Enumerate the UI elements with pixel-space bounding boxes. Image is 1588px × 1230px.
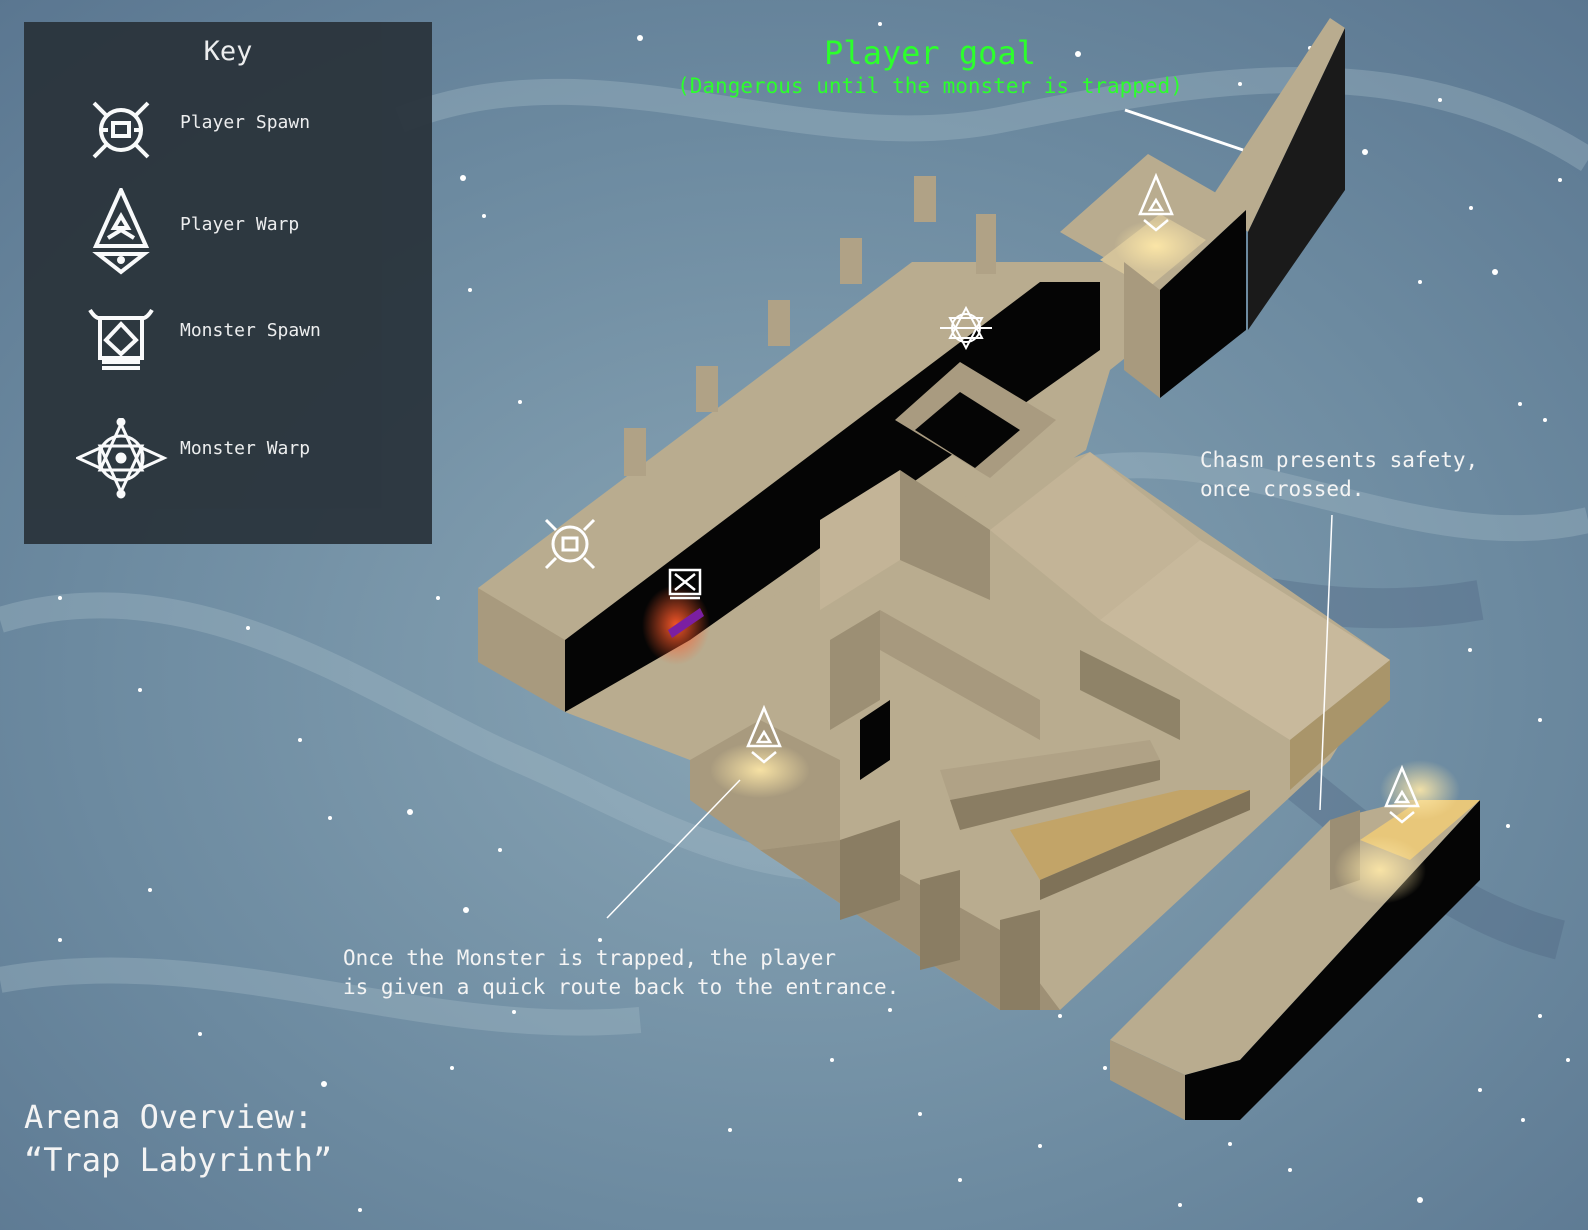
nebula-swirls [0,67,1588,1036]
key-title: Key [203,36,253,67]
map-player-warp-icon-chasm [1384,764,1420,824]
key-item-player-spawn: Player Spawn [24,98,432,188]
chasm-note-line1: Chasm presents safety, [1200,448,1479,472]
goal-title: Player goal [824,34,1036,72]
goal-staircase [1210,18,1345,330]
goal-subtitle: (Dangerous until the monster is trapped) [677,74,1183,98]
key-label-player-spawn: Player Spawn [180,112,311,133]
map-player-warp-icon-labyrinth [746,704,782,764]
map-monster-warp-icon [940,305,992,351]
goal-tower [1060,154,1246,398]
chasm-pointer-line [1319,514,1333,811]
key-label-player-warp: Player Warp [180,214,300,235]
arena-title-line2: “Trap Labyrinth” [24,1141,333,1179]
trap-note-line1: Once the Monster is trapped, the player [343,946,837,970]
player-warp-icon [92,188,150,275]
snow-particles [58,22,1570,1212]
arena-title-line1: Arena Overview: [24,1098,313,1136]
monster-spawn-icon [88,308,154,370]
trap-note-line2: is given a quick route back to the entra… [343,975,900,999]
chasm-note-line2: once crossed. [1200,477,1365,501]
player-spawn-icon [92,101,150,159]
monster-warp-icon [76,418,168,499]
trap-note: Once the Monster is trapped, the player i… [343,944,899,1002]
map-player-spawn-icon [544,518,596,570]
goal-pointer-line [1124,108,1244,152]
arena-title: Arena Overview: “Trap Labyrinth” [24,1096,332,1182]
chasm-note: Chasm presents safety, once crossed. [1200,446,1478,504]
labyrinth [565,362,1390,1010]
monster-figure [668,608,704,638]
key-item-monster-spawn: Monster Spawn [24,306,432,396]
chasm-structure [1110,760,1480,1120]
key-item-player-warp: Player Warp [24,188,432,278]
key-panel: Key Player Spawn Player Warp [24,22,432,544]
trap-pointer-line [606,779,741,919]
key-item-monster-warp: Monster Warp [24,418,432,508]
key-label-monster-warp: Monster Warp [180,438,311,459]
key-label-monster-spawn: Monster Spawn [180,320,321,341]
map-monster-spawn-icon [668,568,702,600]
map-player-warp-icon-goal [1138,172,1174,232]
